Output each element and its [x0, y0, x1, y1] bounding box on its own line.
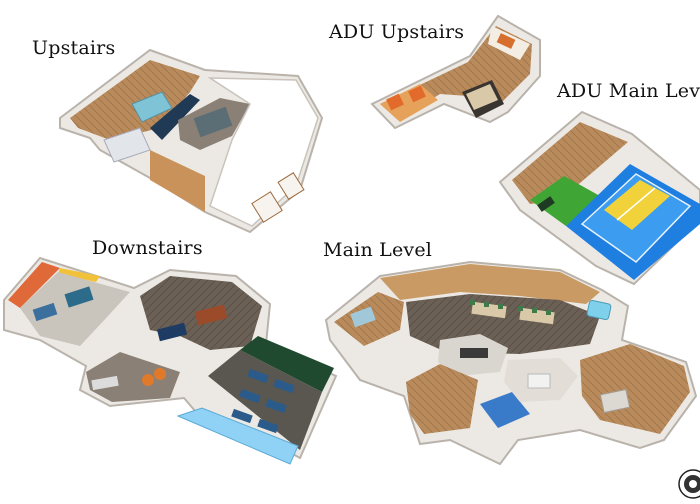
adu-main-plan	[498, 110, 700, 286]
main-level-hall-table	[527, 373, 551, 389]
downstairs-orange-chair	[142, 374, 154, 386]
downstairs-theater-floor	[208, 350, 322, 450]
upstairs-rug	[193, 106, 233, 138]
main-level-hot-tub	[586, 299, 612, 321]
adu-upstairs-plan	[370, 14, 541, 130]
downstairs-theater-seats	[231, 368, 295, 434]
downstairs-theater-walls	[240, 336, 334, 392]
upstairs-bed	[131, 91, 173, 123]
downstairs-gameroom-floor	[20, 272, 130, 346]
downstairs-lounge-floor	[86, 352, 180, 402]
upstairs-window	[277, 172, 305, 200]
adu-main-turf	[530, 176, 600, 226]
adu-upstairs-top-bed	[496, 33, 516, 49]
downstairs-sofa	[194, 304, 228, 326]
main-level-dining-table	[519, 307, 555, 325]
downstairs-rainbow-wall-2	[58, 268, 100, 282]
downstairs-plan	[3, 256, 338, 465]
main-level-deck	[380, 264, 600, 304]
main-level-green-chairs	[470, 300, 551, 315]
upstairs-window	[251, 191, 283, 223]
adu-main-court-line	[616, 187, 656, 221]
main-level-blue-bedroom	[480, 392, 530, 428]
main-level-island	[460, 348, 488, 358]
adu-main-level-label: ADU Main Level	[557, 80, 700, 102]
adu-upstairs-stair-treads	[466, 84, 498, 110]
downstairs-pool	[176, 407, 299, 465]
downstairs-pool-table	[64, 286, 94, 308]
upstairs-bedroom-floor	[70, 60, 200, 140]
upstairs-stair	[150, 94, 200, 140]
main-level-dining-table	[471, 301, 507, 319]
downstairs-orange-chair	[154, 368, 166, 380]
main-level-plan	[324, 260, 698, 466]
upstairs-bath	[103, 127, 151, 163]
upstairs-label: Upstairs	[32, 37, 116, 59]
adu-upstairs-bed	[386, 93, 404, 111]
adu-main-green-sofa	[537, 196, 555, 212]
circular-stamp-logo-icon	[678, 469, 700, 499]
adu-upstairs-label: ADU Upstairs	[329, 21, 465, 43]
downstairs-white-sofa	[91, 375, 119, 391]
main-level-label: Main Level	[323, 239, 433, 261]
adu-main-wood-rooms	[512, 122, 628, 204]
downstairs-label: Downstairs	[92, 237, 203, 259]
main-level-left-bed	[350, 306, 376, 328]
upstairs-plan	[59, 48, 324, 234]
downstairs-sofa-navy	[156, 322, 188, 342]
main-level-lower-left	[406, 364, 478, 434]
adu-upstairs-bed	[408, 85, 426, 103]
downstairs-rainbow-wall	[8, 262, 60, 308]
upstairs-front-wall	[150, 150, 205, 212]
downstairs-table	[32, 302, 58, 322]
main-level-right-bed	[599, 388, 631, 414]
